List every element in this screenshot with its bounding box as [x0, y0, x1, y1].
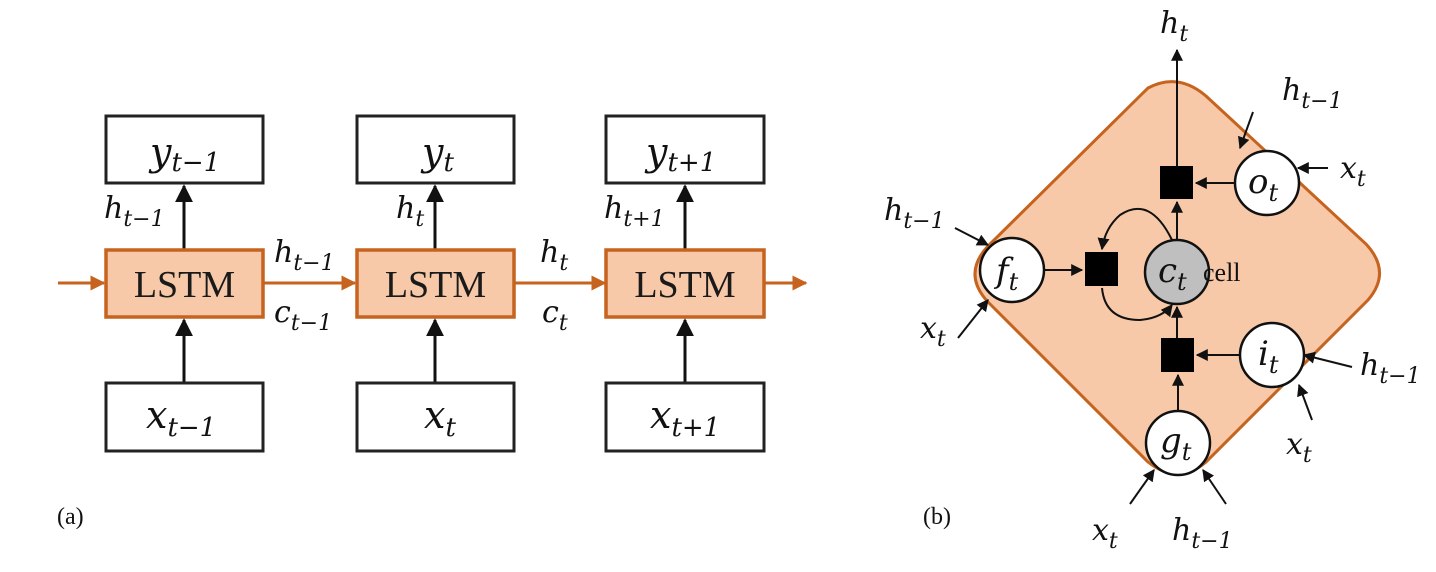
gate-x-input-arrow	[1129, 469, 1155, 505]
multiply-node-input	[1161, 338, 1194, 372]
input-box	[604, 381, 766, 453]
input-x-input-arrow	[1297, 383, 1313, 421]
cell-recurrent-arrow	[1097, 207, 1173, 251]
output-h-label: ht	[1160, 6, 1188, 47]
lstm-unit-1: yt−1 ht−1 LSTM xt−1	[104, 114, 265, 453]
gate-x-input-label: xt	[1092, 513, 1118, 554]
candidate-gate-label: gt	[1160, 421, 1192, 466]
output-label: yt+1	[644, 130, 716, 178]
output-label: yt−1	[148, 130, 220, 178]
multiply-node-forget	[1085, 252, 1118, 286]
panel-b-label: (b)	[923, 504, 951, 530]
input-label: xt	[424, 393, 456, 443]
multiply-node-output	[1160, 166, 1193, 199]
output-gate-label: ot	[1248, 162, 1278, 207]
cell-state-label: ct	[1158, 251, 1187, 296]
hidden-up-label: ht	[396, 191, 424, 232]
lstm-box	[104, 248, 265, 319]
input-box	[104, 381, 265, 453]
output-h-input-arrow	[1238, 111, 1254, 150]
forget-x-input-arrow	[957, 299, 989, 339]
input-gate-label: it	[1258, 334, 1279, 379]
output-x-input-label: xt	[1340, 151, 1366, 192]
forget-x-input-label: xt	[920, 311, 946, 352]
input-h-input-label: ht−1	[1360, 348, 1421, 389]
input-label: xt+1	[650, 393, 720, 443]
input-h-input-arrow	[1302, 351, 1353, 368]
lstm-label: LSTM	[385, 264, 486, 306]
link-2-c-label: ct	[542, 295, 568, 336]
output-h-input-label: ht−1	[1282, 73, 1343, 114]
lstm-label: LSTM	[634, 264, 735, 306]
gate-h-input-label: ht−1	[1172, 513, 1233, 554]
cell-word-label: cell	[1203, 258, 1241, 287]
output-box	[604, 114, 766, 185]
forget-multiply-to-cell-arrow	[1101, 287, 1173, 322]
hidden-up-label: ht−1	[104, 191, 165, 232]
panel-a-label: (a)	[57, 504, 84, 530]
input-box	[355, 381, 516, 453]
lstm-unit-3: yt+1 ht+1 LSTM xt+1	[604, 114, 766, 453]
lstm-box	[355, 248, 516, 319]
forget-gate-node	[978, 236, 1046, 304]
output-label: yt	[420, 130, 454, 178]
forget-h-input-arrow	[954, 227, 990, 246]
panel-a: yt−1 ht−1 LSTM xt−1 ht−1 ct−1 yt ht LSTM…	[57, 114, 808, 530]
gate-h-input-arrow	[1202, 469, 1227, 505]
input-x-input-label: xt	[1286, 427, 1312, 468]
lstm-unit-2: yt ht LSTM xt	[355, 114, 516, 453]
output-box	[355, 114, 516, 185]
link-2-h-label: ht	[540, 235, 568, 276]
link-1-h-label: ht−1	[274, 235, 335, 276]
lstm-label: LSTM	[134, 264, 235, 306]
panel-b: ht ot ft ct cell it gt	[884, 6, 1421, 554]
output-gate-node	[1233, 149, 1301, 217]
candidate-gate-node	[1144, 409, 1212, 477]
input-label: xt−1	[146, 393, 216, 443]
link-1-c-label: ct−1	[274, 295, 332, 336]
hidden-up-label: ht+1	[604, 191, 665, 232]
lstm-box	[604, 248, 766, 319]
output-box	[104, 114, 265, 185]
forget-h-input-label: ht−1	[884, 193, 945, 234]
